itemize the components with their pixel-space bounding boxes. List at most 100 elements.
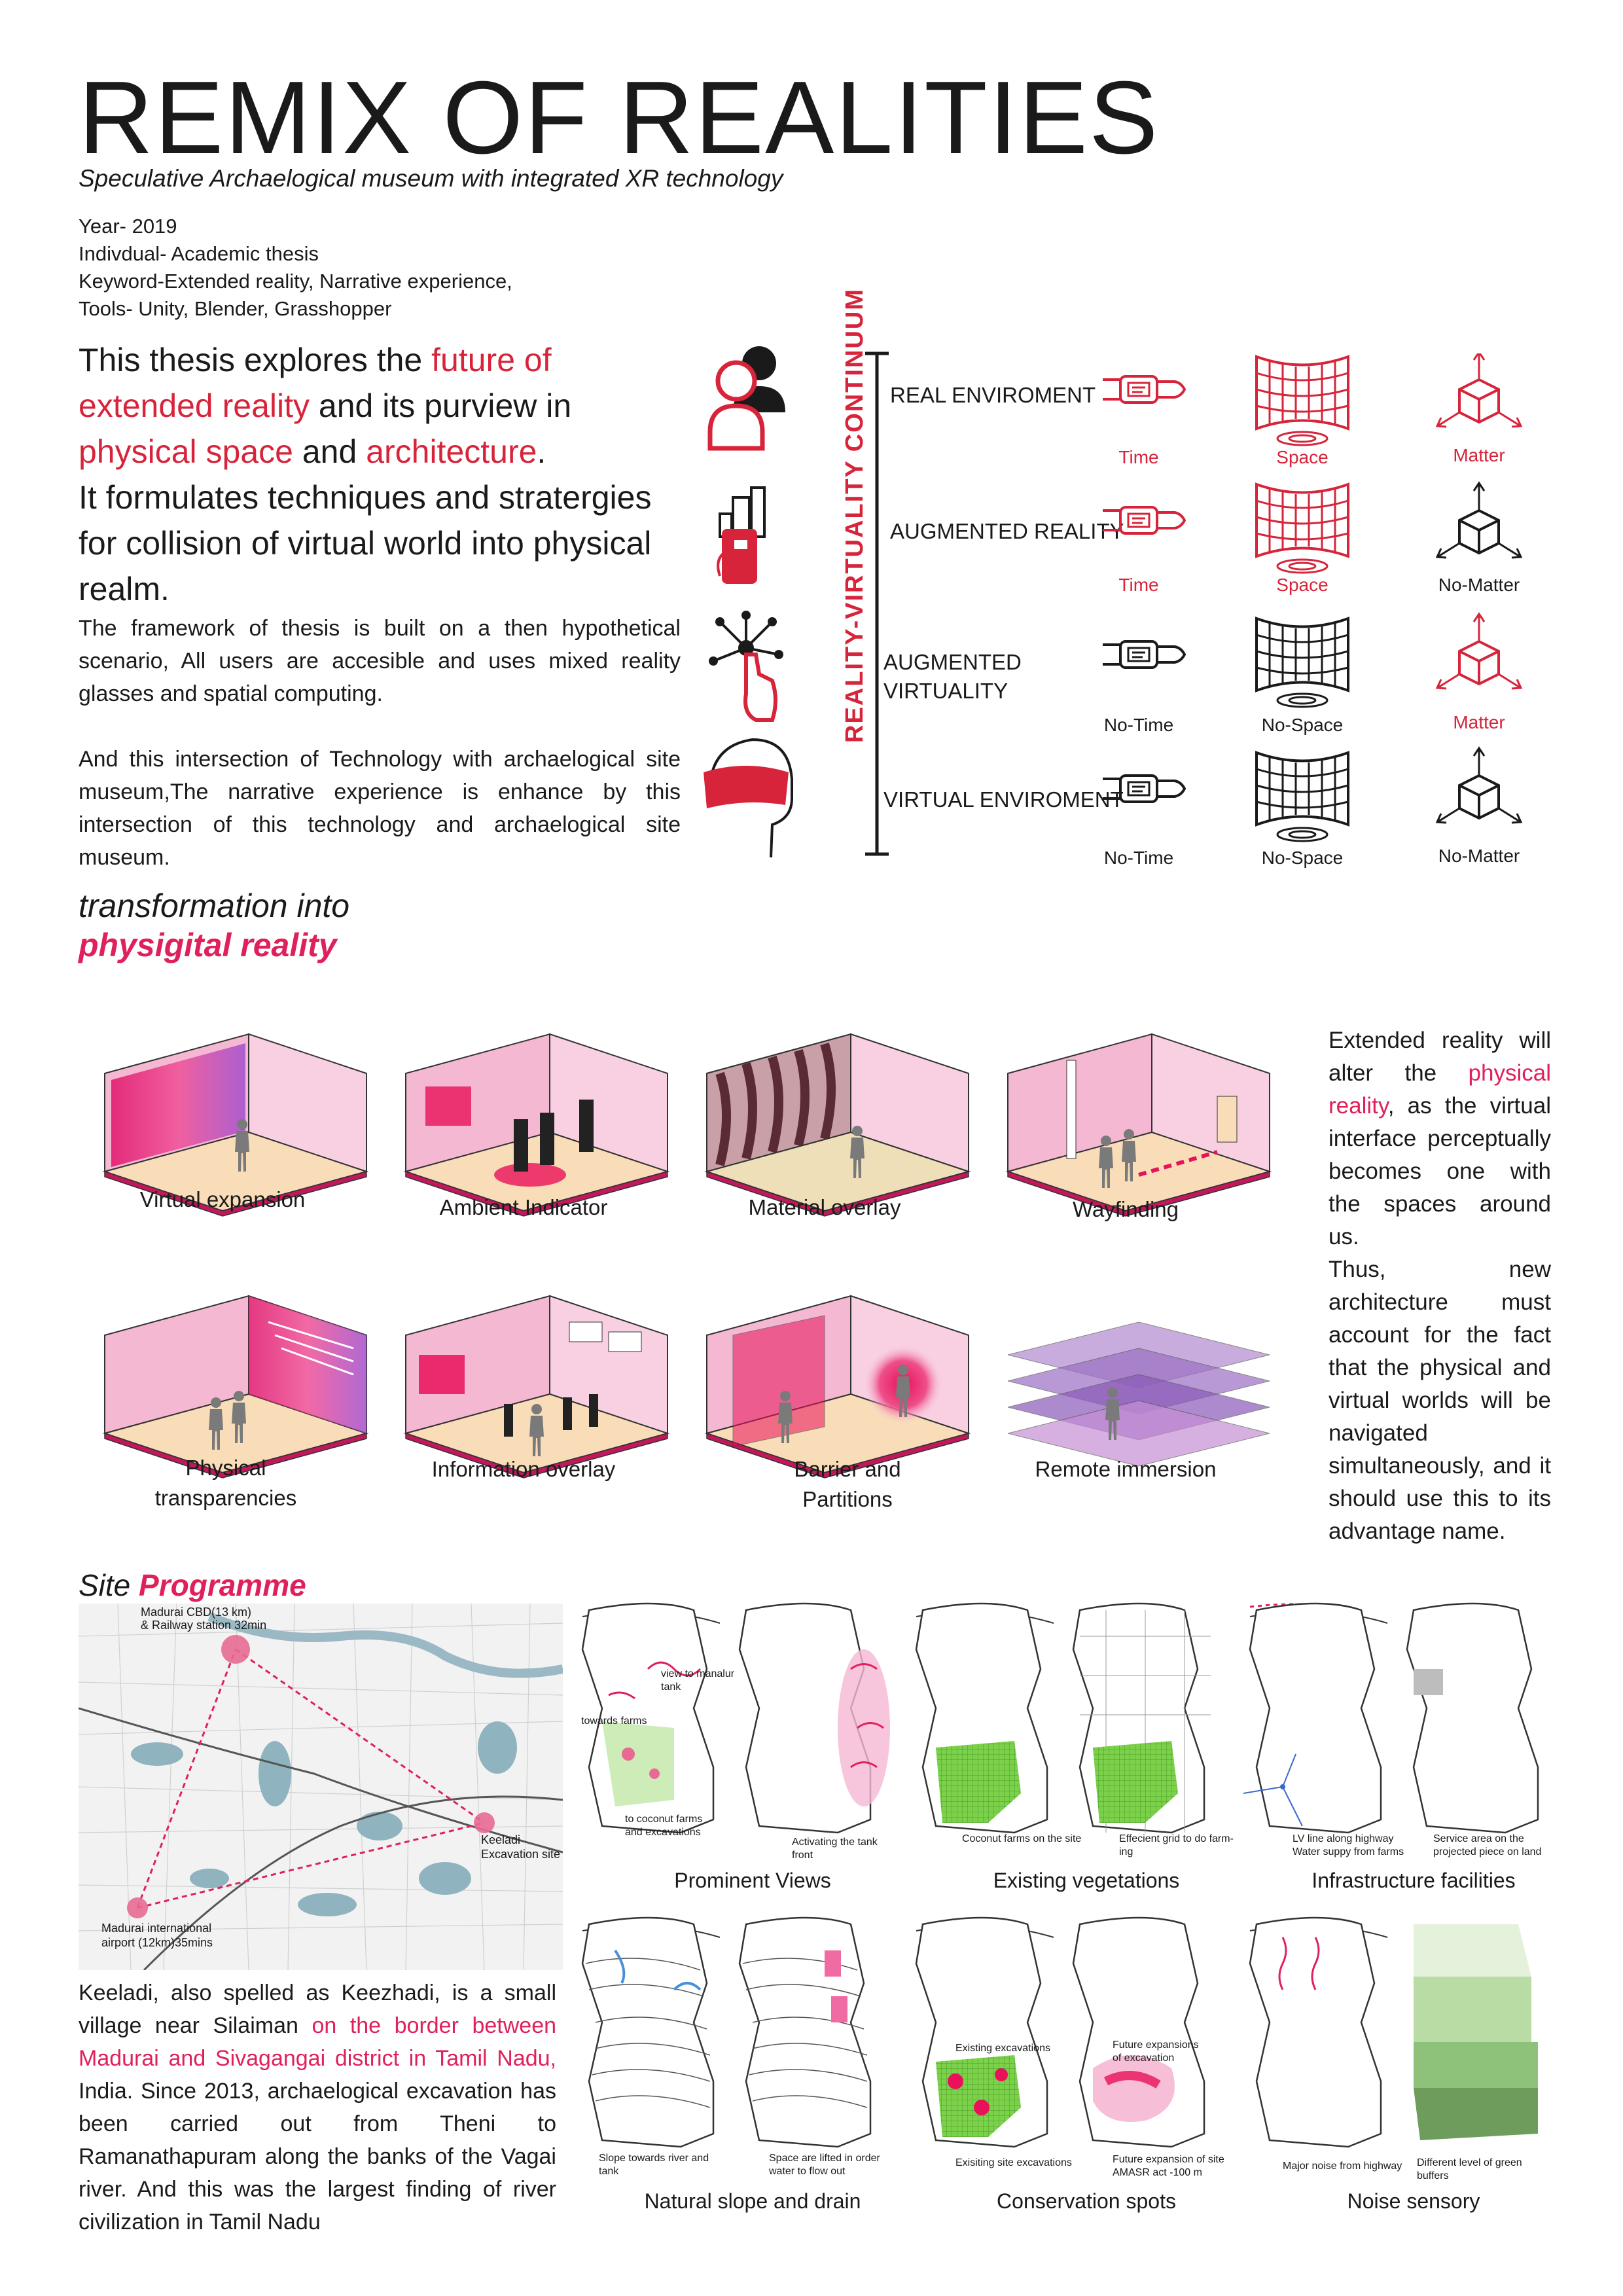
cap-space-real: Space (1276, 447, 1329, 467)
panel-title-infrastructure: Infrastructure facilities (1311, 1869, 1516, 1892)
panel-title-conservation: Conservation spots (997, 2189, 1176, 2213)
meta-keywords: Keyword-Extended reality, Narrative expe… (79, 270, 512, 293)
infrastructure-panel (1243, 1602, 1539, 1834)
note-exisiting-site-excavations: Exisiting site excavations (955, 2157, 1072, 2168)
caption-information-overlay: Information overlay (431, 1457, 616, 1481)
note-water-supply: Water suppy from farms (1293, 1846, 1404, 1857)
keeladi-paragraph: Keeladi, also spelled as Keezhadi, is a … (79, 1981, 557, 2234)
space-icon-ar (1255, 483, 1349, 574)
no-matter-icon-ve (1436, 747, 1522, 824)
remote-immersion-illustration (1007, 1321, 1270, 1467)
highlight-xr: future of extended reality (79, 342, 552, 424)
note-service-area: Service area on the (1433, 1833, 1524, 1844)
architecture-sidebar-text: Thus, new architecture must account for … (1329, 1257, 1551, 1544)
caption-virtual-expansion: Virtual expansion (139, 1187, 306, 1211)
note-major-noise: Major noise from highway (1283, 2161, 1402, 2172)
cap-notime-ve: No-Time (1103, 848, 1174, 868)
note-coconut-farms-2: and excavations (625, 1827, 701, 1838)
row-label-av-2: VIRTUALITY (883, 679, 1008, 703)
note-activating-tank-2: front (792, 1850, 813, 1861)
note-green-buffers: Different level of green (1417, 2157, 1522, 2168)
city-phone-icon (717, 486, 766, 584)
no-matter-icon-ar (1436, 482, 1522, 559)
ambient-indicator-illustration (405, 1033, 668, 1217)
conservation-spots-panel (915, 1916, 1205, 2148)
panel-title-existing-vegetations: Existing vegetations (993, 1869, 1180, 1892)
row-label-av: AUGMENTED (883, 650, 1022, 674)
cap-nospace-av: No-Space (1261, 715, 1344, 735)
intersection-paragraph: And this intersection of Technology with… (79, 747, 681, 870)
wayfinding-illustration (1007, 1033, 1270, 1217)
meta-type: Indivdual- Academic thesis (79, 242, 319, 265)
map-label-keeladi-2: Excavation site (481, 1848, 561, 1861)
site-map (79, 1604, 563, 1970)
note-future-expansions: Future expansions (1113, 2039, 1199, 2051)
page-subtitle: Speculative Archaelogical museum with in… (79, 165, 783, 192)
matter-icon-av (1436, 613, 1522, 690)
cap-time-real: Time (1118, 447, 1159, 467)
continuum-icon-grid (1101, 353, 1522, 842)
information-overlay-illustration (405, 1295, 668, 1479)
time-icon-ar (1101, 506, 1186, 535)
meta-year: Year- 2019 (79, 215, 177, 238)
caption-physical-transparencies: Physical transparencies (154, 1456, 297, 1510)
note-view-manalur-2: tank (661, 1681, 681, 1693)
note-existing-excavations: Existing excavations (955, 2043, 1050, 2054)
cap-time-ar: Time (1118, 575, 1159, 595)
note-service-area-2: projected piece on land (1433, 1846, 1542, 1857)
caption-wayfinding: Wayfinding (1072, 1197, 1179, 1221)
transformation-heading: transformation into (79, 888, 350, 924)
note-future-expansions-2: of excavation (1113, 2053, 1175, 2064)
caption-remote-immersion: Remote immersion (1035, 1457, 1217, 1481)
transformation-heading-highlight: physigital reality (79, 927, 337, 963)
network-touch-icon (709, 611, 783, 722)
intro-statement: This thesis explores the future of exten… (79, 342, 652, 607)
note-amasr-act: AMASR act -100 m (1113, 2167, 1202, 2178)
virtual-expansion-illustration (104, 1033, 367, 1217)
panel-title-noise: Noise sensory (1347, 2189, 1480, 2213)
highlight-space: physical space (79, 433, 293, 470)
continuum-icon-column (704, 346, 793, 858)
note-towards-farms: towards farms (581, 1715, 647, 1727)
transformation-illustrations (104, 1033, 1270, 1479)
note-effecient-grid: Effecient grid to do farm- (1119, 1833, 1234, 1844)
cap-space-ar: Space (1276, 575, 1329, 595)
panel-title-prominent-views: Prominent Views (674, 1869, 831, 1892)
intro-technique: It formulates techniques and stratergies… (79, 479, 652, 607)
no-time-icon-ve (1101, 774, 1186, 803)
site-analysis-panels (581, 1602, 1539, 2148)
continuum-axis (865, 351, 889, 856)
map-label-keeladi: Keeladi (481, 1833, 521, 1846)
map-label-airport: Madurai international (101, 1922, 212, 1935)
note-green-buffers-2: buffers (1417, 2170, 1449, 2181)
row-label-virtual: VIRTUAL ENVIROMENT (883, 787, 1124, 812)
cap-nospace-ve: No-Space (1261, 848, 1344, 868)
existing-vegetations-panel (915, 1602, 1211, 1834)
row-label-ar: AUGMENTED REALITY (890, 519, 1124, 543)
note-lv-line: LV line along highway (1293, 1833, 1394, 1844)
framework-paragraph: The framework of thesis is built on a th… (79, 616, 681, 706)
note-coconut-farms: to coconut farms (625, 1814, 703, 1825)
note-coconut-site: Coconut farms on the site (962, 1833, 1082, 1844)
note-space-lifted: Space are lifted in order (769, 2153, 880, 2164)
cap-nomatter-ve: No-Matter (1438, 846, 1520, 866)
note-space-lifted-2: water to flow out (769, 2166, 846, 2177)
space-icon-real (1255, 355, 1349, 446)
site-heading: Site Programme (79, 1568, 306, 1602)
note-slope-river-2: tank (599, 2166, 619, 2177)
physical-transparencies-illustration (104, 1295, 367, 1479)
map-label-rail: & Railway station 32min (141, 1619, 267, 1632)
map-label-airport-2: airport (12km)35mins (101, 1936, 213, 1949)
matter-icon-real (1436, 353, 1522, 428)
page-title: REMIX OF REALITIES (79, 60, 1160, 175)
note-future-expansion-site: Future expansion of site (1113, 2154, 1224, 2165)
natural-slope-panel (581, 1916, 872, 2148)
no-space-icon-ve (1255, 751, 1349, 842)
prominent-views-panel (581, 1602, 890, 1834)
xr-sidebar-text: Extended reality will alter the physical… (1329, 1028, 1551, 1249)
note-effecient-grid-2: ing (1119, 1846, 1133, 1857)
caption-material-overlay: Material overlay (748, 1195, 901, 1219)
row-label-real: REAL ENVIROMENT (890, 383, 1096, 407)
vr-headset-icon (704, 738, 793, 858)
no-time-icon-av (1101, 640, 1186, 669)
